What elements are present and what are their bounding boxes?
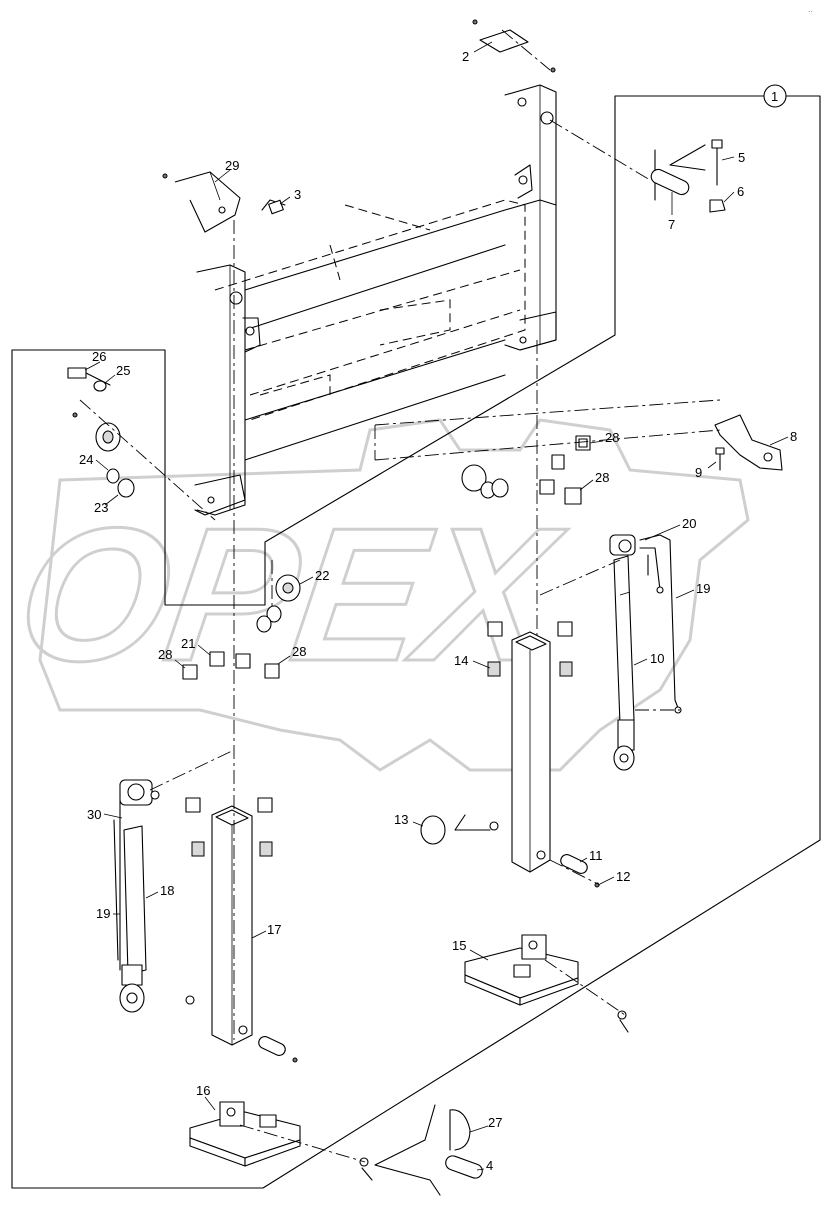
callout-20: 20 [682, 516, 696, 531]
callout-28-d: 28 [292, 644, 306, 659]
pins [258, 854, 600, 1063]
pin-and-bolt-set [650, 139, 726, 213]
support-bracket [714, 414, 783, 471]
callout-19-left: 19 [96, 906, 110, 921]
base-plate-left [189, 1101, 373, 1181]
callout-18: 18 [160, 883, 174, 898]
callout-28-c: 28 [158, 647, 172, 662]
callout-8: 8 [790, 429, 797, 444]
callout-29: 29 [225, 158, 239, 173]
callout-group-1: 1 [771, 89, 778, 104]
lift-cylinder-left [113, 779, 160, 1013]
corner-mark: .. [808, 4, 813, 14]
assembly-centerlines [79, 29, 721, 1163]
watermark-gear-outline [38, 418, 750, 772]
inner-mast-left [185, 797, 273, 1046]
callout-14: 14 [454, 653, 468, 668]
callout-12: 12 [616, 869, 630, 884]
circlip [420, 814, 491, 845]
top-cover-plate [472, 19, 556, 73]
callout-19-right: 19 [696, 581, 710, 596]
callout-26: 26 [92, 349, 106, 364]
callout-6: 6 [737, 184, 744, 199]
callout-11: 11 [589, 848, 603, 863]
mast-frame [194, 84, 557, 516]
callout-25: 25 [116, 363, 130, 378]
callout-10: 10 [650, 651, 664, 666]
callout-21: 21 [181, 636, 195, 651]
callout-5: 5 [738, 150, 745, 165]
callout-16: 16 [196, 1083, 210, 1098]
callout-15: 15 [452, 938, 466, 953]
callout-22: 22 [315, 568, 329, 583]
inner-mast-right [487, 621, 573, 873]
callout-7: 7 [668, 217, 675, 232]
guard-plate [162, 171, 241, 233]
callout-3: 3 [294, 187, 301, 202]
callout-17: 17 [267, 922, 281, 937]
callout-4: 4 [486, 1158, 493, 1173]
callout-13: 13 [394, 812, 408, 827]
group-boundary [11, 84, 821, 1189]
callout-2: 2 [462, 49, 469, 64]
callout-28-b: 28 [595, 470, 609, 485]
pin-and-clip [374, 1104, 483, 1196]
callout-24: 24 [79, 452, 93, 467]
bolt-3 [261, 199, 286, 215]
callout-27: 27 [488, 1115, 502, 1130]
callout-30: 30 [87, 807, 101, 822]
callout-23: 23 [94, 500, 108, 515]
wear-pads [182, 435, 591, 680]
group-callout-circle [763, 84, 787, 108]
base-plate-right [464, 934, 629, 1033]
callout-28-a: 28 [605, 430, 619, 445]
callout-9: 9 [695, 465, 702, 480]
lift-cylinder-right [609, 534, 682, 771]
callouts: 1 2 3 4 5 6 7 8 9 10 11 12 13 14 15 16 1 [79, 41, 797, 1173]
